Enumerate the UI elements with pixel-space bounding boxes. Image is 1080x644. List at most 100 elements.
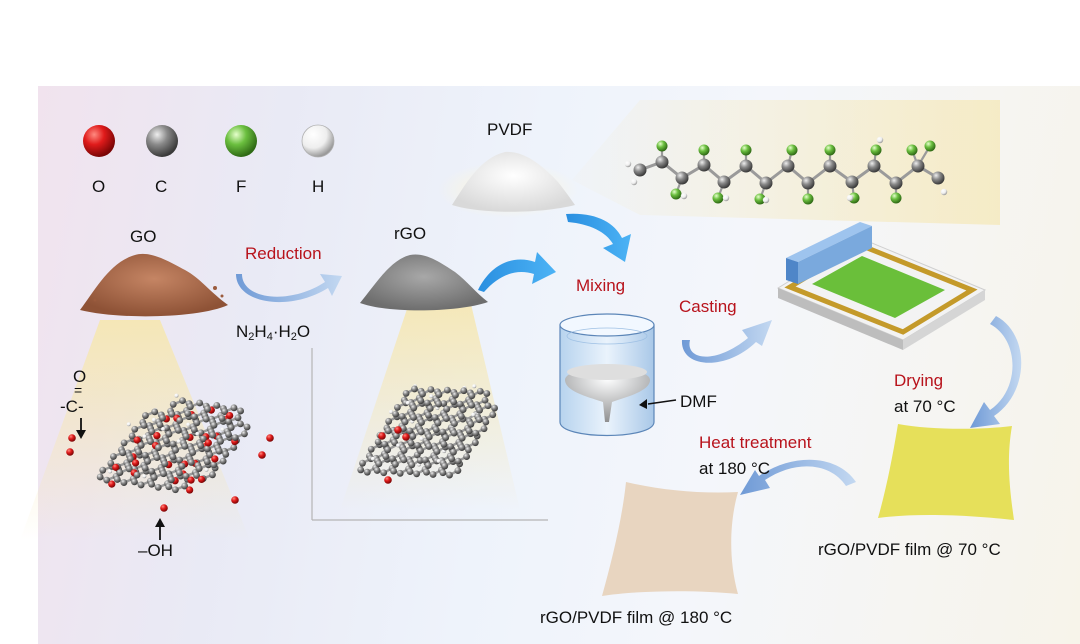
carbon-atom	[467, 420, 475, 428]
carbon-atom	[165, 430, 173, 438]
reduction-arrow-icon	[236, 274, 342, 303]
hydrogen-atom	[370, 456, 375, 461]
carbon-atom	[435, 391, 443, 398]
carbon-atom	[385, 417, 393, 425]
oxygen-atom	[258, 451, 266, 459]
oxygen-atom	[187, 476, 195, 484]
carbon-atom	[178, 462, 186, 470]
carbon-atom	[161, 460, 169, 468]
carbon-atom	[476, 406, 484, 414]
carbon-atom	[193, 419, 201, 427]
carbon-atom	[432, 426, 440, 434]
carbon-atom	[417, 397, 425, 405]
carbon-atom	[801, 176, 815, 190]
carbon-atom	[465, 446, 472, 454]
hydrogen-sphere-icon	[301, 124, 335, 158]
pvdf-powder-icon	[438, 151, 578, 218]
hydrogen-atom	[876, 136, 884, 144]
casting-label: Casting	[679, 297, 737, 316]
oxygen-atom	[266, 434, 274, 442]
oxygen-atom	[186, 486, 194, 494]
carbon-atom	[392, 410, 399, 418]
carbon-atom	[390, 467, 397, 475]
oxygen-atom	[197, 475, 206, 484]
go-label: GO	[130, 227, 157, 246]
carbon-atom	[367, 445, 375, 453]
carbonyl-oxygen-label: O	[73, 367, 87, 386]
oxygen-atom	[394, 426, 402, 434]
carbon-atom	[443, 386, 451, 394]
oxygen-atom	[378, 432, 386, 440]
carbon-atom	[113, 476, 121, 483]
fluorine-atom	[786, 144, 798, 156]
carbon-atom	[475, 416, 483, 424]
hydrogen-atom	[846, 194, 854, 202]
carbon-sphere-icon	[146, 125, 178, 157]
carbon-atom	[418, 419, 425, 426]
hydrogen-atom	[940, 188, 948, 196]
oxygen-atom	[68, 434, 76, 442]
carbon-atom	[209, 431, 217, 439]
carbon-atom	[423, 399, 431, 407]
carbon-atom	[717, 175, 731, 189]
fluorine-atom	[824, 144, 836, 156]
heat-treatment-arrow-icon	[740, 459, 856, 495]
carbon-atom	[357, 466, 365, 474]
hydrogen-atom	[680, 192, 688, 200]
carbon-atom	[203, 458, 211, 466]
hydroxyl-group-label: –OH	[138, 541, 173, 560]
legend-label-fluorine: F	[236, 177, 247, 196]
carbon-atom	[472, 429, 480, 437]
mixing-label: Mixing	[576, 276, 626, 295]
carbon-atom	[221, 408, 229, 415]
oxygen-atom	[384, 476, 392, 484]
carbon-atom	[153, 454, 161, 462]
carbon-atom	[96, 473, 104, 481]
carbon-atom	[406, 468, 414, 476]
carbon-atom	[168, 410, 176, 418]
carbon-atom	[373, 467, 381, 474]
carbon-atom	[125, 465, 133, 473]
carbon-atom	[417, 447, 424, 455]
carbon-atom	[407, 439, 415, 447]
fluorine-atom	[698, 144, 710, 156]
fluorine-atom	[870, 144, 882, 156]
fluorine-atom	[802, 193, 814, 205]
carbon-atom	[429, 471, 437, 478]
carbon-atom	[199, 435, 207, 443]
carbon-atom	[237, 407, 245, 415]
carbon-atom	[489, 411, 497, 419]
reagent-formula: N2H4·H2O	[236, 322, 311, 343]
carbon-atom	[384, 427, 392, 435]
carbon-atom	[448, 455, 456, 463]
carbon-atom	[440, 400, 448, 407]
fluorine-atom	[712, 192, 724, 204]
oxygen-atom	[211, 455, 219, 463]
carbon-atom	[184, 410, 192, 418]
carbon-atom	[423, 468, 430, 476]
oxygen-atom	[66, 448, 74, 456]
carbon-atom	[384, 446, 392, 454]
carbon-atom	[99, 466, 107, 474]
carbon-atom	[450, 429, 458, 437]
oxygen-atom	[131, 459, 140, 467]
carbon-atom	[400, 446, 408, 454]
hydrogen-atom	[762, 196, 770, 204]
pvdf-label: PVDF	[487, 120, 533, 139]
hydrogen-atom	[722, 194, 730, 202]
carbon-atom	[424, 462, 432, 469]
carbon-atom	[182, 433, 190, 440]
carbon-atom	[120, 439, 128, 447]
carbon-atom	[739, 159, 753, 173]
hydrogen-atom	[151, 417, 156, 422]
carbon-atom	[391, 460, 399, 468]
drying-temp-label: at 70 °C	[894, 397, 956, 416]
carbon-atom	[380, 469, 388, 477]
carbon-atom	[202, 415, 210, 423]
carbon-atom	[234, 414, 242, 422]
carbon-atom	[186, 403, 194, 411]
carbon-atom	[116, 469, 124, 476]
carbon-atom	[215, 447, 223, 455]
carbon-atom	[107, 459, 115, 467]
